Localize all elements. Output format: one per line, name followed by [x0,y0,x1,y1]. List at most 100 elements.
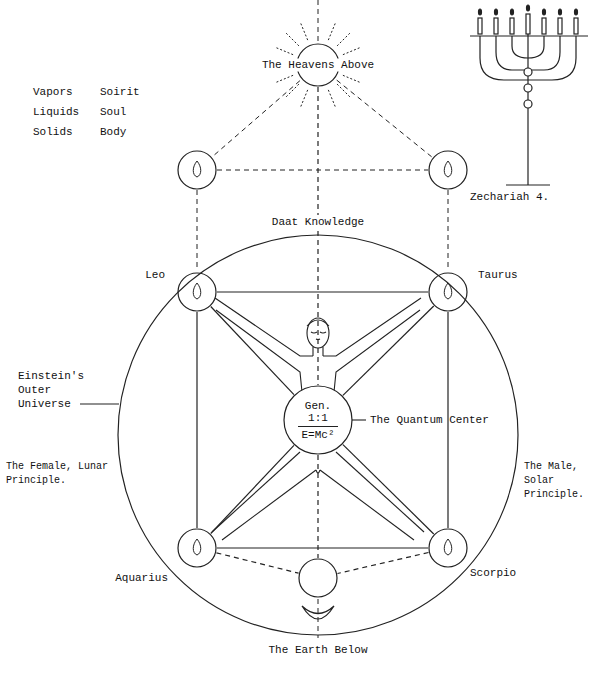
circle-outline [284,386,352,454]
node-label: Leo [145,269,165,282]
circle-node: Leo [177,272,217,312]
flame-symbols-part [193,283,201,299]
node-label: Scorpio [470,567,516,580]
upper-lamp-circles-part [429,151,467,189]
human-figure-part [316,470,320,473]
dashed-guides [197,0,448,638]
node-label: Taurus [478,269,518,282]
menorah-part [526,14,530,34]
annotation-label: Daat Knowledge [269,215,367,229]
menorah-part [524,84,532,92]
flame-symbols-part [444,161,452,177]
annotation-label: Solids [33,125,73,139]
circle-outline [299,559,337,597]
connector-line [211,307,294,395]
flame-symbols-part [193,539,201,555]
node-circle [298,558,338,598]
sun-rays-part [276,75,294,82]
menorah-part [510,18,514,34]
menorah-part [478,18,482,34]
circle-outline [429,529,467,567]
annotation-label: The Quantum Center [370,413,489,427]
annotation-label: The Male, Solar Principle. [524,460,594,502]
node-body: Gen. 1:1E=Mc² [283,385,353,455]
connector-line [343,445,434,534]
human-figure-part [222,470,316,540]
sun-rays-part [337,33,350,46]
menorah-part [542,18,546,34]
human-figure-part [216,310,302,392]
node-circle [428,272,468,312]
human-figure-part [322,347,323,356]
circle-node: Aquarius [177,528,217,568]
human-figure-part [311,332,317,333]
circle-node: The Heavens Above [296,43,340,87]
node-circle [428,528,468,568]
menorah-part [495,9,498,15]
menorah-part [575,9,578,15]
node-text: Gen. 1:1 [298,400,338,424]
connector-line [317,455,318,558]
connector-line [343,306,434,395]
menorah-part [574,18,578,34]
upper-lamp-circles-part [178,151,216,189]
connector-line [217,291,428,292]
flame-symbols-part [193,161,201,177]
sun-rays-part [300,90,307,108]
circle-outline [429,273,467,311]
leader-lines-part [80,403,119,404]
menorah-part [524,68,532,76]
sun-rays-part [276,47,294,54]
menorah-part [527,5,530,11]
annotation-label: Vapors [33,85,73,99]
node-label: The Earth Below [268,644,367,657]
menorah-part [527,34,528,185]
node-label: The Heavens Above [259,59,377,72]
menorah-part [479,9,482,15]
crescent [302,606,334,619]
annotation-label: Einstein's Outer Universe [18,369,98,411]
flame-symbols-part [444,539,452,555]
human-figure-part [334,310,420,392]
dashed-guides-part [337,80,433,157]
crescent-part [302,606,334,619]
dashed-guides-part [318,0,319,42]
menorah-part [494,18,498,34]
menorah-part [558,18,562,34]
connector-line [337,552,428,573]
flame-symbols [193,161,452,555]
connector-line [216,553,298,573]
node-label: Aquarius [115,572,168,585]
circle-node: Taurus [428,272,468,312]
sun-rays-part [328,23,335,41]
circle-node: Gen. 1:1E=Mc² [283,385,353,455]
human-figure-part [320,470,414,540]
dashed-guides-part [197,190,198,271]
human-figure-part [312,347,313,356]
sun-rays-part [286,33,299,46]
annotation-label: Body [100,125,126,139]
circle-outline [178,529,216,567]
sun-rays-part [343,47,361,54]
flame-symbols-part [444,283,452,299]
menorah-part [559,9,562,15]
annotation-label: Soul [100,105,126,119]
annotation-label: Liquids [33,105,79,119]
circle-outline [178,273,216,311]
connector-line [217,547,428,548]
sun-rays-part [286,84,299,97]
human-figure-part [323,298,421,356]
upper-lamp-circles [178,151,467,189]
menorah-part [524,100,532,108]
dashed-guides-part [217,170,428,171]
node-circle [177,528,217,568]
menorah-part [543,9,546,15]
sun-rays-part [300,23,307,41]
connector-line [196,312,197,528]
human-figure-part [320,332,326,333]
sun-rays-part [328,90,335,108]
annotation-label: The Female, Lunar Principle. [6,460,114,488]
menorah-part [511,9,514,15]
